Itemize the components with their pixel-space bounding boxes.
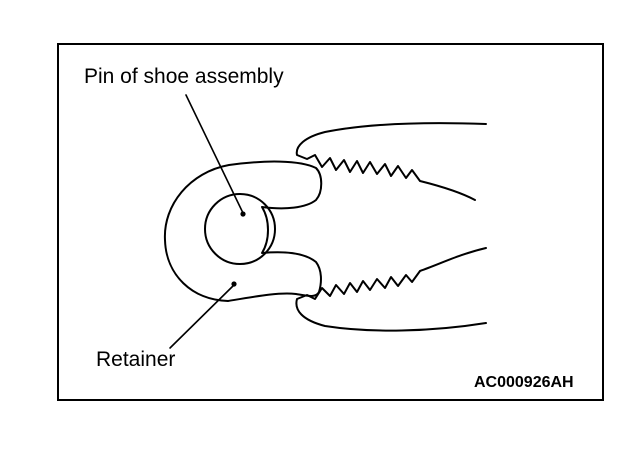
figure-code: AC000926AH <box>474 374 574 391</box>
pin-leader-line <box>185 94 244 214</box>
retainer-label: Retainer <box>96 348 176 371</box>
retainer-leader-line <box>169 284 235 349</box>
pin-label: Pin of shoe assembly <box>84 65 284 88</box>
pin-leader-dot <box>240 211 246 217</box>
upper-jaw-outline <box>295 122 487 201</box>
retainer-leader-dot <box>231 281 237 287</box>
retainer-outline <box>163 160 323 302</box>
figure-frame <box>57 43 604 401</box>
pin-of-shoe-assembly <box>204 193 276 265</box>
lower-jaw-outline <box>295 247 487 332</box>
